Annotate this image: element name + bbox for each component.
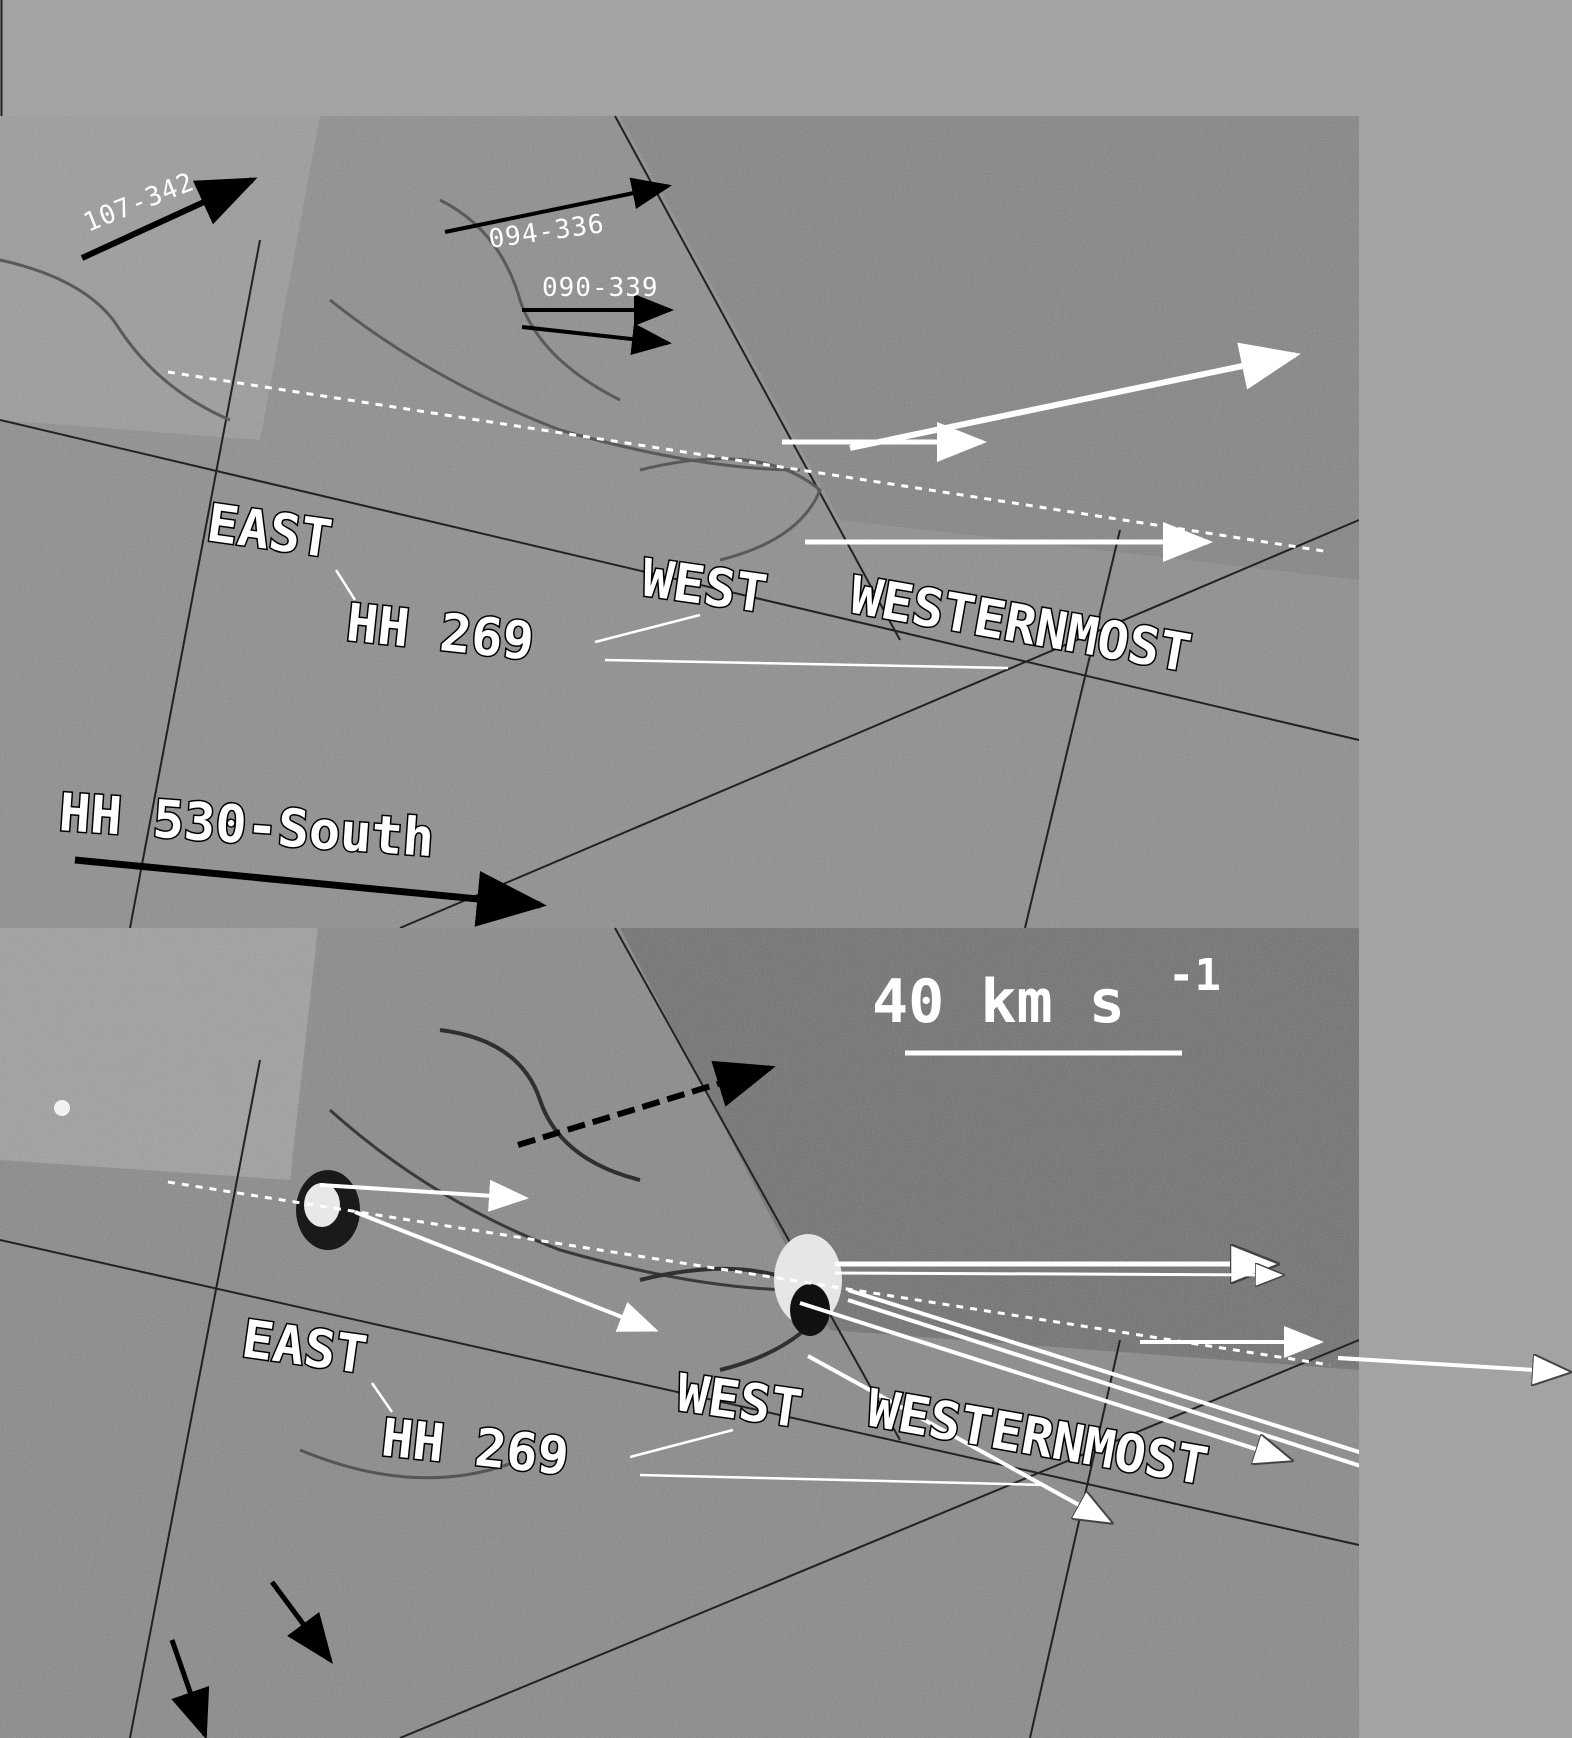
- bottom-arrow-white-west-5: [799, 1301, 1290, 1460]
- top-panel: 107-342 094-336 090-339 EAST WEST WESTER…: [0, 115, 1360, 929]
- top-arrow-094-336: [444, 177, 672, 234]
- bottom-panel-grain: [0, 928, 1359, 1738]
- right-border-strip: [1359, 116, 1572, 1738]
- bottom-arrow-black-2: [169, 1639, 210, 1738]
- top-arrow-white-long: [849, 342, 1301, 451]
- bottom-arrow-black-1: [269, 1580, 333, 1665]
- bottom-arrow-white-west-6: [807, 1354, 1110, 1522]
- scale-bar-label: 40 km s: [872, 967, 1125, 1037]
- top-arrow-hh530-south: [74, 856, 547, 927]
- top-leader-lines: [334, 569, 1009, 670]
- bottom-arrow-white-east-1: [319, 1179, 529, 1212]
- bottom-arrow-white-east-2: [354, 1210, 659, 1332]
- top-arrow-107-342: [80, 177, 258, 261]
- label-090-339: 090-339: [542, 273, 659, 303]
- bottom-knot-west-dark: [790, 1284, 830, 1336]
- bottom-arrow-white-west-3: [847, 1288, 1460, 1484]
- top-shock-fronts: [0, 198, 822, 562]
- scale-bar-exponent: -1: [1168, 950, 1221, 1001]
- top-arrow-090-339-b: [521, 323, 672, 355]
- bottom-panel: 40 km s -1 EAST WEST WESTERNMOST HH 269: [0, 927, 1568, 1738]
- bottom-leader-lines: [370, 1382, 1046, 1487]
- bottom-star: [54, 1100, 70, 1116]
- scale-bar: 40 km s -1: [872, 950, 1221, 1056]
- bottom-arrow-black-dashed: [517, 1060, 776, 1148]
- bottom-mosaic-seams: [0, 927, 1360, 1738]
- bottom-arrow-white-west-4: [847, 1298, 1410, 1482]
- top-panel-grain: [0, 116, 1359, 928]
- bottom-arrow-white-west-2: [834, 1273, 1282, 1275]
- bottom-arrow-white-westernmost-2-overlay: [1337, 1358, 1568, 1372]
